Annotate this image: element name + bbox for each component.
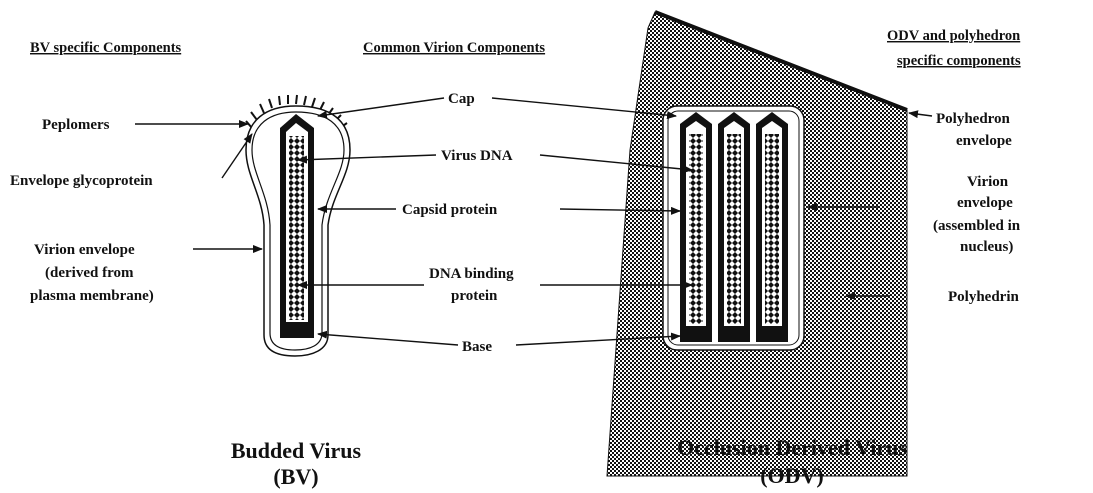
label-virion-envelope-bv: Virion envelope — [34, 242, 135, 258]
odv-nucleocapsid-2 — [718, 112, 750, 342]
label-polyhedron-envelope: Polyhedron — [936, 111, 1011, 127]
budded-virus — [246, 95, 350, 356]
label-polyhedron-envelope-line2: envelope — [956, 133, 1012, 149]
odv-nucleocapsid-1 — [680, 112, 712, 342]
label-virion-envelope-odv: Virion — [967, 174, 1009, 190]
label-cap: Cap — [448, 91, 475, 107]
label-virion-envelope-odv-line4: nucleus) — [960, 239, 1013, 255]
odv-nucleocapsid-3 — [756, 112, 788, 342]
title-occlusion-derived-virus-abbrev: (ODV) — [760, 463, 824, 488]
label-dna-binding-protein: DNA binding — [429, 266, 514, 282]
header-odv-components-line2: specific components — [897, 53, 1021, 69]
title-budded-virus: Budded Virus — [231, 438, 362, 463]
label-virion-envelope-bv-line3: plasma membrane) — [30, 288, 154, 304]
label-envelope-glycoprotein: Envelope glycoprotein — [10, 173, 153, 189]
label-capsid-protein: Capsid protein — [402, 202, 498, 218]
label-peplomers: Peplomers — [42, 117, 110, 133]
bv-nucleocapsid — [280, 114, 314, 338]
label-virion-envelope-odv-line3: (assembled in — [933, 218, 1021, 234]
title-budded-virus-abbrev: (BV) — [273, 464, 318, 489]
header-common-components: Common Virion Components — [363, 40, 545, 56]
header-odv-components: ODV and polyhedron — [887, 28, 1020, 44]
header-bv-components: BV specific Components — [30, 40, 182, 56]
label-dna-binding-protein-line2: protein — [451, 288, 498, 304]
label-virion-envelope-odv-line2: envelope — [957, 195, 1013, 211]
label-base: Base — [462, 339, 492, 355]
title-occlusion-derived-virus: Occlusion Derived Virus — [677, 435, 907, 460]
label-virus-dna: Virus DNA — [441, 148, 513, 164]
odv-virion — [663, 106, 804, 350]
label-virion-envelope-bv-line2: (derived from — [45, 265, 134, 281]
label-polyhedrin: Polyhedrin — [948, 289, 1019, 305]
